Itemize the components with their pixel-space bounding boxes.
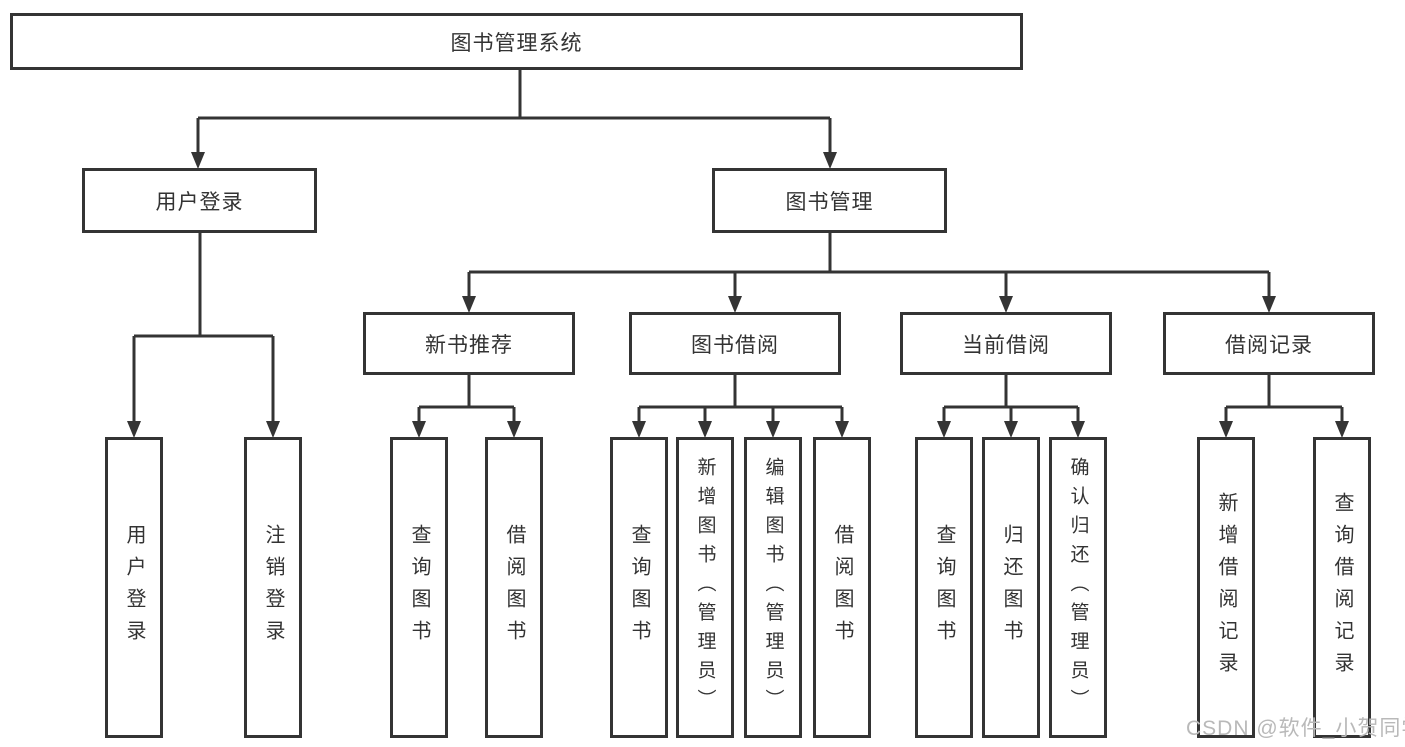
csdn-watermark: CSDN @软件_小贺同学 bbox=[1186, 717, 1405, 740]
leaf-add-borrow-record: 新增借阅记录 bbox=[1197, 437, 1255, 738]
node-library-management-system: 图书管理系统 bbox=[10, 13, 1023, 70]
node-label: 当前借阅 bbox=[962, 333, 1050, 357]
node-borrowing-records: 借阅记录 bbox=[1163, 312, 1375, 375]
leaf-label: 查询借阅记录 bbox=[1331, 491, 1353, 684]
tree-edges bbox=[132, 70, 1344, 423]
leaf-borrowing-query-books: 查询图书 bbox=[610, 437, 668, 738]
leaf-label: 用户登录 bbox=[123, 523, 145, 652]
node-current-borrowing: 当前借阅 bbox=[900, 312, 1112, 375]
leaf-label: 查询图书 bbox=[408, 523, 430, 652]
node-label: 借阅记录 bbox=[1225, 333, 1313, 357]
leaf-user-login: 用户登录 bbox=[105, 437, 163, 738]
node-label: 图书管理 bbox=[785, 190, 874, 214]
leaf-label: 确认归还（管理员） bbox=[1067, 457, 1089, 718]
node-book-management: 图书管理 bbox=[712, 168, 947, 233]
leaf-label: 查询图书 bbox=[933, 523, 955, 652]
node-user-login: 用户登录 bbox=[82, 168, 317, 233]
leaf-label: 编辑图书（管理员） bbox=[762, 457, 784, 718]
leaf-return-books: 归还图书 bbox=[982, 437, 1040, 738]
leaf-add-books-admin: 新增图书（管理员） bbox=[676, 437, 734, 738]
node-label: 图书管理系统 bbox=[450, 31, 583, 55]
leaf-label: 注销登录 bbox=[262, 523, 284, 652]
node-book-borrowing: 图书借阅 bbox=[629, 312, 841, 375]
leaf-current-query-books: 查询图书 bbox=[915, 437, 973, 738]
leaf-query-borrow-record: 查询借阅记录 bbox=[1313, 437, 1371, 738]
leaf-borrowing-borrow-books: 借阅图书 bbox=[813, 437, 871, 738]
node-label: 图书借阅 bbox=[691, 333, 779, 357]
leaf-logout: 注销登录 bbox=[244, 437, 302, 738]
leaf-label: 归还图书 bbox=[1000, 523, 1022, 652]
leaf-recommend-query-books: 查询图书 bbox=[390, 437, 448, 738]
node-label: 用户登录 bbox=[155, 190, 244, 214]
node-new-book-recommend: 新书推荐 bbox=[363, 312, 575, 375]
leaf-label: 借阅图书 bbox=[503, 523, 525, 652]
leaf-confirm-return-admin: 确认归还（管理员） bbox=[1049, 437, 1107, 738]
leaf-label: 借阅图书 bbox=[831, 523, 853, 652]
leaf-edit-books-admin: 编辑图书（管理员） bbox=[744, 437, 802, 738]
node-label: 新书推荐 bbox=[425, 333, 513, 357]
leaf-label: 查询图书 bbox=[628, 523, 650, 652]
leaf-label: 新增借阅记录 bbox=[1215, 491, 1237, 684]
leaf-recommend-borrow-books: 借阅图书 bbox=[485, 437, 543, 738]
leaf-label: 新增图书（管理员） bbox=[694, 457, 716, 718]
